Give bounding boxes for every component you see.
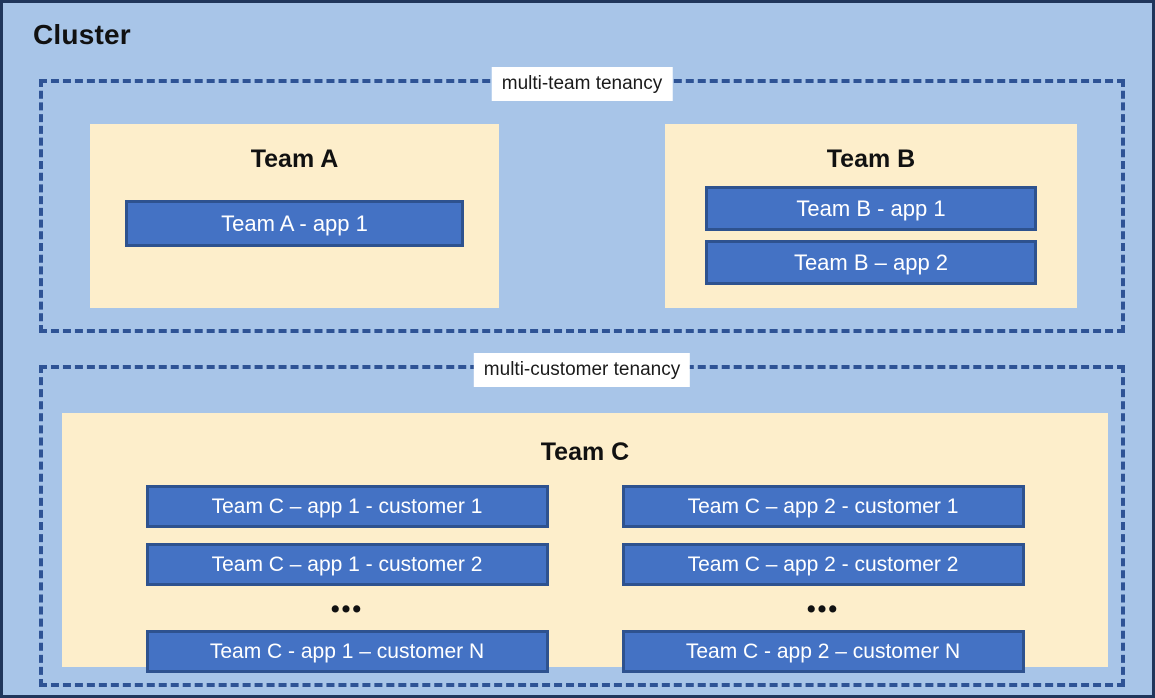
team-c-columns: Team C – app 1 - customer 1 Team C – app… bbox=[62, 485, 1108, 673]
team-title-team-c: Team C bbox=[540, 438, 630, 466]
team-panel-team-b: Team B Team B - app 1 Team B – app 2 bbox=[665, 124, 1077, 308]
app-box-team-c-app-1-customer-2[interactable]: Team C – app 1 - customer 2 bbox=[145, 543, 549, 586]
app-box-team-c-app-1-customer-n[interactable]: Team C - app 1 – customer N bbox=[145, 630, 549, 673]
cluster-title: Cluster bbox=[33, 19, 131, 50]
app-list-team-b: Team B - app 1 Team B – app 2 bbox=[665, 186, 1077, 285]
tenancy-label-multi-customer: multi-customer tenancy bbox=[473, 353, 691, 387]
team-c-column-app-2: Team C – app 2 - customer 1 Team C – app… bbox=[621, 485, 1025, 673]
ellipsis-team-c-app-2: ••• bbox=[806, 595, 840, 623]
app-box-team-c-app-2-customer-n[interactable]: Team C - app 2 – customer N bbox=[621, 630, 1025, 673]
app-box-team-b-app-2[interactable]: Team B – app 2 bbox=[705, 240, 1037, 285]
tenancy-label-multi-team: multi-team tenancy bbox=[491, 67, 673, 101]
app-box-team-c-app-2-customer-2[interactable]: Team C – app 2 - customer 2 bbox=[621, 543, 1025, 586]
team-title-team-b: Team B bbox=[826, 145, 916, 173]
app-box-team-b-app-1[interactable]: Team B - app 1 bbox=[705, 186, 1037, 231]
app-box-team-c-app-2-customer-1[interactable]: Team C – app 2 - customer 1 bbox=[621, 485, 1025, 528]
team-panel-team-c: Team C Team C – app 1 - customer 1 Team … bbox=[62, 413, 1108, 673]
tenancy-group-multi-customer: multi-customer tenancy Team C Team C – a… bbox=[39, 353, 1125, 687]
team-title-team-a: Team A bbox=[250, 145, 339, 173]
team-c-column-app-1: Team C – app 1 - customer 1 Team C – app… bbox=[145, 485, 549, 673]
tenancy-group-multi-team: multi-team tenancy Team A Team A - app 1… bbox=[39, 67, 1125, 333]
app-box-team-a-app-1[interactable]: Team A - app 1 bbox=[125, 200, 464, 247]
ellipsis-team-c-app-1: ••• bbox=[330, 595, 364, 623]
app-box-team-c-app-1-customer-1[interactable]: Team C – app 1 - customer 1 bbox=[145, 485, 549, 528]
app-list-team-a: Team A - app 1 bbox=[90, 200, 499, 247]
team-panel-team-a: Team A Team A - app 1 bbox=[90, 124, 499, 308]
